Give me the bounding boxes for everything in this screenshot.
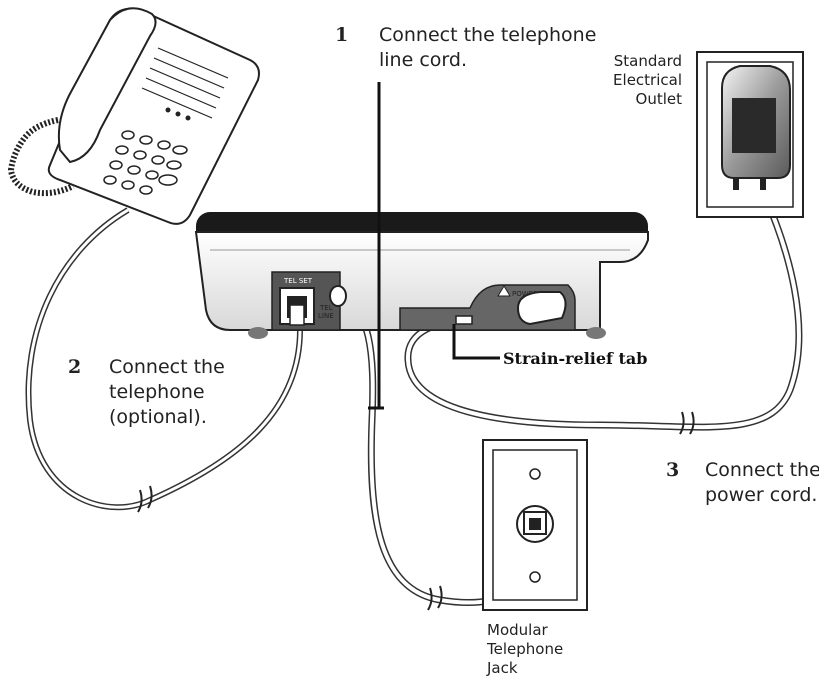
step-2-text: Connect the telephone (optional).: [109, 355, 225, 430]
phone-jack-icon: [482, 439, 588, 611]
step-2-line-2: telephone: [109, 381, 205, 403]
jack-caption-line-2: Telephone: [487, 640, 564, 658]
outlet-caption-line-1: Standard: [613, 52, 682, 70]
tel-set-label: TEL SET: [283, 277, 313, 285]
step-1-line-2: line cord.: [379, 49, 467, 71]
step-2-line-3: (optional).: [109, 406, 207, 428]
telephone-cord: [25, 207, 303, 511]
step-3-line-2: power cord.: [705, 484, 818, 506]
tel-line-label-2: LINE: [318, 312, 334, 320]
step-1-number: 1: [335, 24, 349, 46]
step-2-number: 2: [68, 356, 82, 378]
cord-break-1: [427, 585, 443, 611]
outlet-caption-line-2: Electrical: [613, 71, 682, 89]
base-unit-icon: TEL SET TEL LINE POWER: [194, 212, 649, 339]
outlet-caption-line-3: Outlet: [635, 90, 682, 108]
step-1-text: Connect the telephone line cord.: [379, 23, 596, 73]
step-1-pointer: [368, 82, 384, 410]
step-3-number: 3: [666, 459, 680, 481]
step-1-line-1: Connect the telephone: [379, 24, 597, 46]
power-cord: [404, 183, 803, 431]
jack-caption: Modular Telephone Jack: [487, 621, 563, 678]
step-2-line-1: Connect the: [109, 356, 225, 378]
strain-relief-label: Strain-relief tab: [503, 349, 648, 368]
telephone-icon: [7, 7, 260, 225]
power-adapter-icon: [721, 65, 791, 179]
tel-line-label-1: TEL: [319, 304, 333, 312]
strain-relief-pointer: [452, 324, 500, 360]
step-3-line-1: Connect the: [705, 459, 819, 481]
jack-caption-line-3: Jack: [487, 659, 518, 677]
cord-break-3: [679, 411, 695, 435]
warning-triangle-icon: [497, 285, 511, 297]
step-3-text: Connect the power cord.: [705, 458, 819, 508]
cord-break-2: [137, 485, 153, 513]
jack-caption-line-1: Modular: [487, 621, 548, 639]
outlet-caption: Standard Electrical Outlet: [613, 52, 682, 109]
power-label: POWER: [512, 290, 538, 298]
